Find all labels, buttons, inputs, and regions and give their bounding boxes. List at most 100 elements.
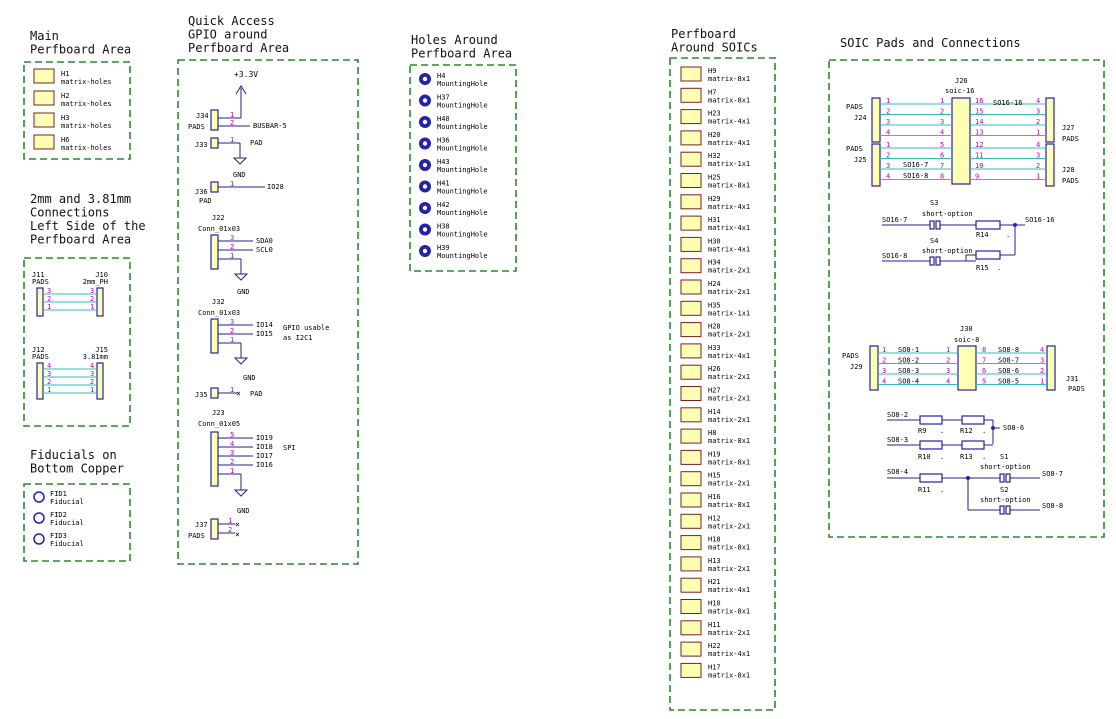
pin-number: 3 — [1036, 152, 1040, 160]
switch-ref: S2 — [1000, 486, 1008, 494]
connector-value: PADS — [32, 353, 49, 361]
pin-number: 3 — [90, 370, 94, 378]
section-title-2mm: Left Side of the — [30, 219, 146, 233]
hole-ref: H41 — [437, 180, 450, 188]
pin-number: 2 — [230, 119, 234, 127]
short-jumper — [929, 256, 935, 266]
pin-number: 2 — [230, 243, 234, 251]
ground-label: GND — [237, 507, 250, 515]
net-label: IO18 — [256, 443, 273, 451]
hole-ref: H42 — [437, 201, 450, 209]
hole-value: matrix-4x1 — [708, 203, 750, 211]
pin-number: 4 — [90, 362, 94, 370]
matrix-pad — [680, 641, 702, 657]
ic-value: soic-16 — [945, 87, 975, 95]
resistor-value: . — [997, 264, 1001, 272]
matrix-pad — [680, 620, 702, 636]
net-label: SO16-8 — [882, 252, 907, 260]
connector-ref: J12 — [32, 346, 45, 354]
switch-value: short-option — [980, 496, 1031, 504]
pin-number: 1 — [230, 136, 234, 144]
no-connect-mark: × — [236, 389, 241, 398]
hole-ref: H2 — [61, 92, 69, 100]
pin-number: 1 — [230, 252, 234, 260]
hole-ref: H33 — [708, 344, 721, 352]
connector-value: 3.81mm — [83, 353, 108, 361]
hole-ref: H7 — [708, 88, 716, 96]
fiducial-ref: FID3 — [50, 532, 67, 540]
hole-ref: H13 — [708, 557, 721, 565]
matrix-pad — [680, 513, 702, 529]
ground-label: GND — [237, 288, 250, 296]
matrix-pad — [680, 449, 702, 465]
hole-value: MountingHole — [437, 188, 488, 196]
pin-number: 11 — [975, 152, 983, 160]
net-label: SPI — [283, 444, 296, 452]
pin-number: 2 — [47, 378, 51, 386]
short-jumper — [1005, 473, 1011, 483]
connector-ref: J35 — [195, 391, 208, 399]
hole-value: matrix-2x1 — [708, 522, 750, 530]
connector-ref: J32 — [212, 298, 225, 306]
pin-number: 2 — [230, 458, 234, 466]
connector-ref: J22 — [212, 214, 225, 222]
hole-ref: H28 — [708, 323, 721, 331]
hole-value: MountingHole — [437, 145, 488, 153]
pin-number: 3 — [940, 118, 944, 126]
connector-body — [210, 137, 219, 149]
net-label: SO8-5 — [998, 378, 1019, 386]
short-jumper — [935, 220, 941, 230]
net-label: IO16 — [256, 461, 273, 469]
mounting-hole-center — [422, 98, 428, 103]
ic-ref: J26 — [955, 77, 968, 85]
section-box-soic — [828, 59, 1105, 538]
hole-value: matrix-8x1 — [708, 75, 750, 83]
matrix-pad — [680, 322, 702, 338]
hole-ref: H18 — [708, 536, 721, 544]
connector-ref: J27 — [1062, 124, 1075, 132]
pin-number: 7 — [940, 162, 944, 170]
hole-ref: H32 — [708, 152, 721, 160]
connector-ref: J15 — [95, 346, 108, 354]
hole-value: matrix-8x1 — [708, 501, 750, 509]
power-arrow — [235, 85, 247, 95]
hole-ref: H12 — [708, 514, 721, 522]
net-label: SO8-3 — [898, 367, 919, 375]
connector-value: PADS — [188, 532, 205, 540]
pin-number: 3 — [230, 318, 234, 326]
net-label: SO8-4 — [898, 378, 919, 386]
ic-body — [957, 345, 977, 391]
hole-ref: H36 — [437, 137, 450, 145]
matrix-pad — [680, 386, 702, 401]
pin-number: 2 — [230, 327, 234, 335]
matrix-hole-pad — [33, 90, 55, 106]
connector-body — [96, 287, 104, 317]
pin-number: 2 — [886, 108, 890, 116]
hole-ref: H8 — [708, 429, 716, 437]
pin-number: 1 — [940, 97, 944, 105]
connector-value: Conn_01x05 — [198, 420, 240, 428]
fiducial-mark — [33, 512, 45, 524]
connector-body — [1046, 345, 1056, 391]
connector-body — [210, 109, 219, 131]
switch-ref: S1 — [1000, 453, 1008, 461]
hole-ref: H31 — [708, 216, 721, 224]
hole-value: matrix-2x1 — [708, 416, 750, 424]
pin-number: 1 — [882, 346, 886, 354]
net-label: SO8-4 — [887, 468, 908, 476]
mounting-hole-center — [422, 162, 428, 168]
hole-ref: H1 — [61, 70, 69, 78]
net-label: SO16-16 — [993, 99, 1023, 107]
connector-value: Conn_01x03 — [198, 309, 240, 317]
connector-ref: J28 — [1062, 166, 1075, 174]
hole-value: matrix-4x1 — [708, 139, 750, 147]
hole-value: matrix-1x1 — [708, 309, 750, 317]
pin-number: 1 — [886, 97, 890, 105]
pin-number: 3 — [47, 370, 51, 378]
connector-ref: J24 — [854, 114, 867, 122]
hole-ref: H17 — [708, 663, 721, 671]
mounting-hole-center — [422, 227, 428, 232]
pin-number: 1 — [228, 517, 232, 525]
net-label: SO8-6 — [1003, 424, 1024, 432]
resistor-ref: R13 — [960, 453, 973, 461]
